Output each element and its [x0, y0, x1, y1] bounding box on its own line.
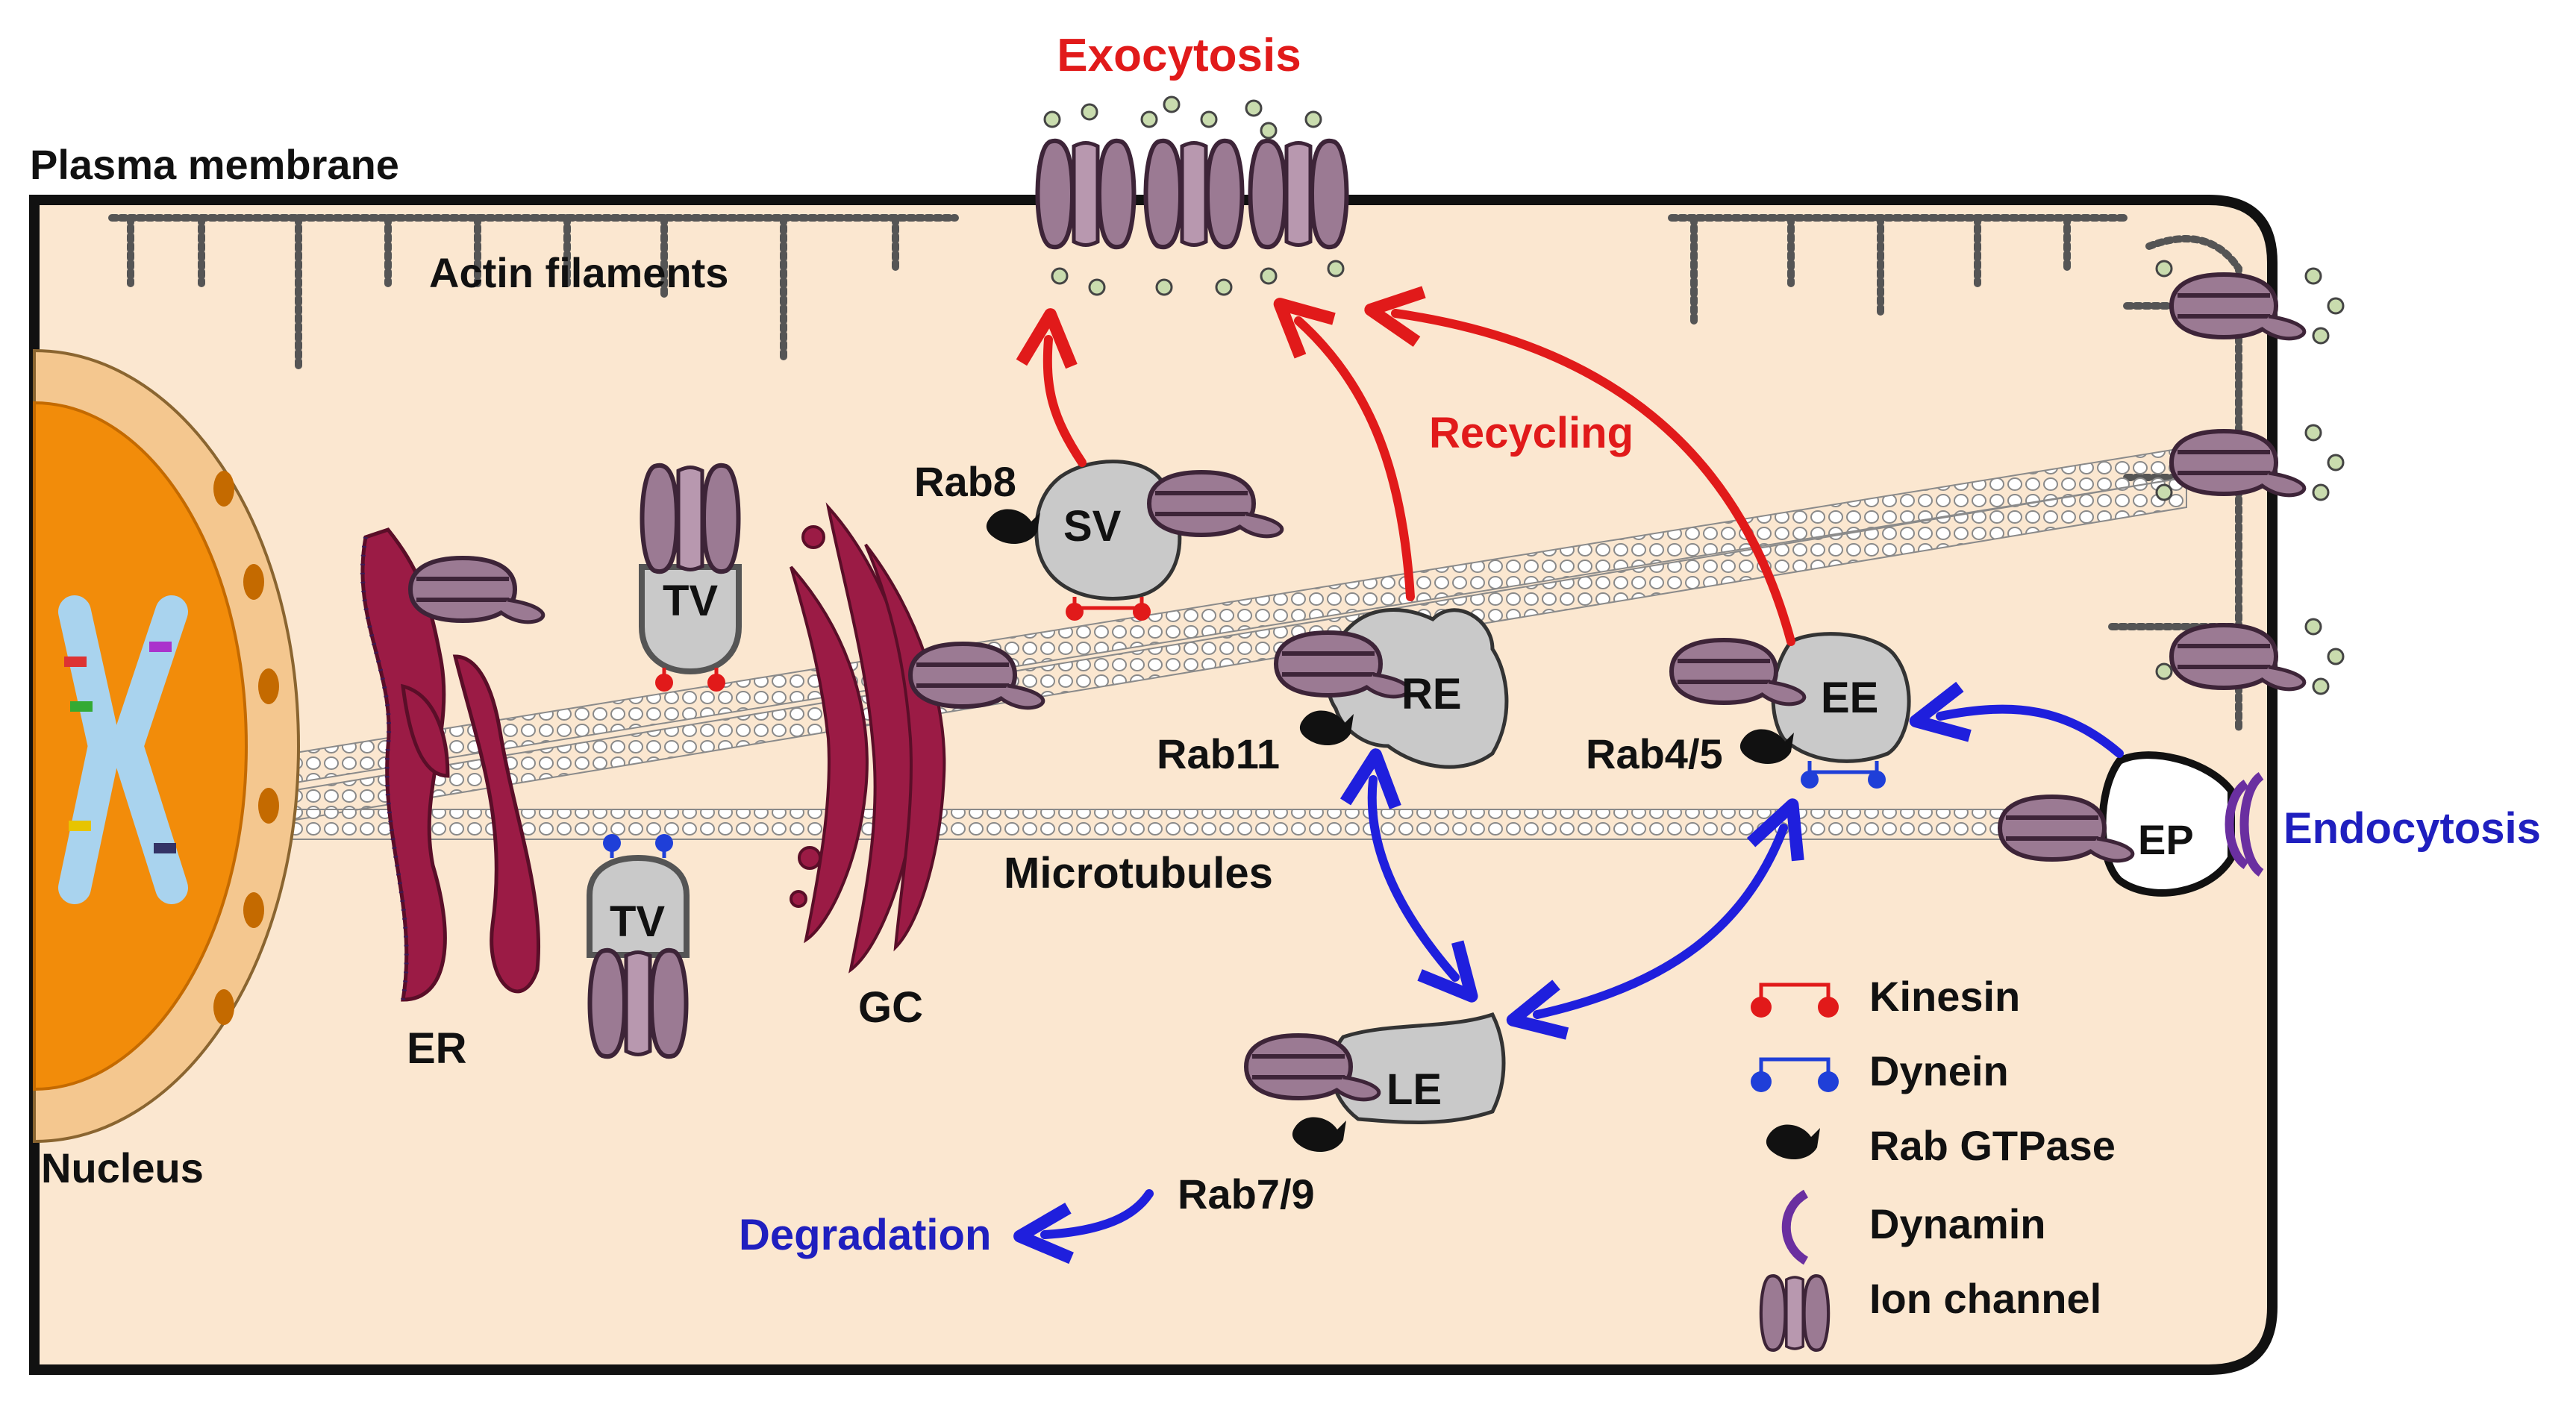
ee-le-arrow [1506, 798, 1804, 1040]
right-membrane-channels [2155, 260, 2345, 695]
chromosome-icon [58, 595, 188, 904]
dynamin-on-pit-icon [2225, 772, 2264, 877]
legend-label-kinesin: Kinesin [1869, 973, 2020, 1020]
actin-filaments [108, 214, 2242, 735]
secretory-vesicle [986, 460, 1282, 621]
ep-to-ee-arrow [1909, 681, 2124, 758]
recycling-label: Recycling [1429, 409, 1634, 457]
re-le-arrow [1340, 748, 1478, 1003]
dynamin-icon [1781, 1189, 1809, 1265]
rab45-label: Rab4/5 [1586, 730, 1723, 777]
exocytosis-channels [1038, 95, 1347, 296]
endocytic-pit [2000, 751, 2264, 897]
re-to-exocytosis-arrow [1273, 298, 1415, 601]
dynein-icon [1751, 1057, 1839, 1092]
ee-label: EE [1821, 674, 1878, 722]
early-endosome [1672, 632, 1911, 789]
legend-label-ion-channel: Ion channel [1869, 1275, 2101, 1322]
rab-gtpase-icon [1766, 1124, 1820, 1160]
late-endosome [1246, 1012, 1506, 1153]
microtubules-label: Microtubules [1004, 849, 1273, 897]
endoplasmic-reticulum [360, 527, 541, 1002]
degradation-label: Degradation [739, 1211, 991, 1259]
legend-label-dynamin: Dynamin [1869, 1200, 2046, 1247]
tv-bottom-label: TV [610, 897, 665, 946]
sv-to-exocytosis-arrow [1016, 308, 1087, 467]
transport-vesicle-bottom [587, 834, 690, 1056]
nucleus-label: Nucleus [41, 1144, 204, 1191]
exocytosis-label: Exocytosis [1057, 30, 1301, 81]
le-to-degradation-arrow [1013, 1189, 1154, 1265]
sv-label: SV [1063, 502, 1122, 551]
er-label: ER [407, 1024, 467, 1073]
re-label: RE [1401, 670, 1462, 718]
plasma-membrane-label: Plasma membrane [30, 141, 399, 188]
gc-label: GC [858, 983, 923, 1032]
rab11-label: Rab11 [1157, 730, 1280, 777]
tv-top-label: TV [663, 577, 718, 625]
rab8-label: Rab8 [914, 458, 1016, 505]
golgi-complex [790, 502, 946, 974]
le-label: LE [1387, 1065, 1442, 1114]
legend-label-dynein: Dynein [1869, 1047, 2009, 1094]
rab79-label: Rab7/9 [1178, 1171, 1315, 1218]
recycling-endosome [1276, 608, 1509, 769]
plasma-membrane [29, 195, 2278, 1375]
ep-label: EP [2138, 816, 2194, 863]
ee-recycling-arrow [1364, 286, 1795, 646]
legend: Kinesin Dynein Rab GTPase Dynamin Ion ch… [1751, 973, 2116, 1352]
transport-vesicle-top [639, 466, 742, 692]
kinesin-icon [1751, 983, 1839, 1018]
ion-channel-icon [1759, 1274, 1831, 1352]
legend-label-rab-gtpase: Rab GTPase [1869, 1122, 2116, 1169]
actin-filaments-label: Actin filaments [429, 249, 728, 296]
endocytosis-label: Endocytosis [2283, 804, 2541, 853]
